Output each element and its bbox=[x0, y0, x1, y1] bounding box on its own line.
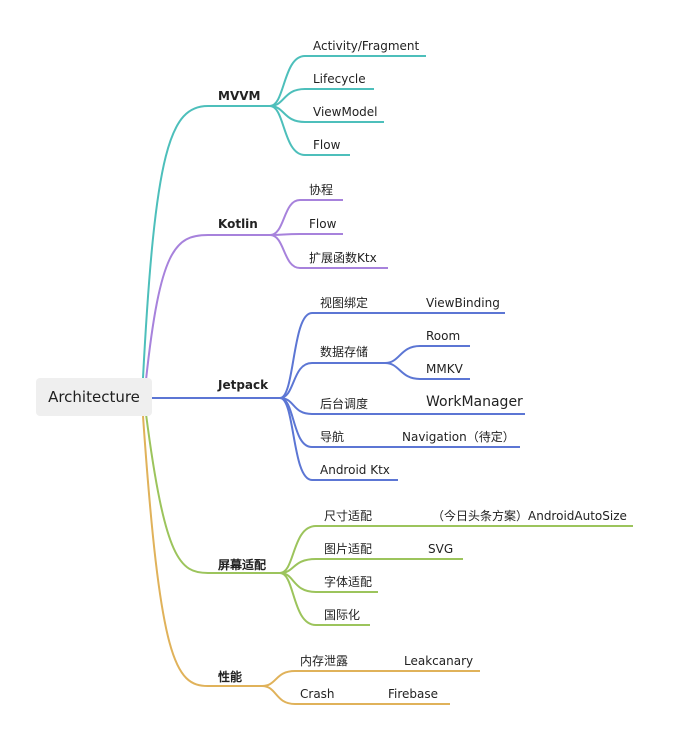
jetpack-scheduling-child[interactable]: WorkManager bbox=[426, 394, 523, 410]
mvvm-item[interactable]: Flow bbox=[313, 138, 341, 152]
mvvm-edges bbox=[269, 55, 426, 156]
kotlin-item[interactable]: 协程 bbox=[309, 183, 334, 197]
jetpack-navigation-child[interactable]: Navigation（待定） bbox=[402, 430, 515, 444]
perf-edges bbox=[261, 670, 480, 705]
screen-font-label[interactable]: 字体适配 bbox=[324, 575, 373, 589]
kotlin-item[interactable]: Flow bbox=[309, 217, 337, 231]
perf-crash-child[interactable]: Firebase bbox=[388, 687, 439, 701]
edge-root-mvvm bbox=[142, 105, 270, 379]
perf-crash-label[interactable]: Crash bbox=[300, 687, 335, 701]
edge-root-kotlin bbox=[145, 234, 270, 381]
branch-kotlin[interactable]: Kotlin bbox=[218, 217, 258, 231]
screen-image-label[interactable]: 图片适配 bbox=[324, 542, 373, 556]
perf-leak-child[interactable]: Leakcanary bbox=[404, 654, 474, 668]
screen-i18n-label[interactable]: 国际化 bbox=[324, 608, 361, 622]
jetpack-storage-item[interactable]: Room bbox=[426, 329, 461, 343]
branch-jetpack[interactable]: Jetpack bbox=[218, 378, 269, 392]
screen-edges bbox=[279, 525, 633, 626]
kotlin-edges bbox=[269, 199, 388, 269]
jetpack-viewbinding-child[interactable]: ViewBinding bbox=[426, 296, 500, 310]
branch-perf[interactable]: 性能 bbox=[218, 670, 243, 684]
jetpack-viewbinding-label[interactable]: 视图绑定 bbox=[320, 296, 369, 310]
kotlin-item[interactable]: 扩展函数Ktx bbox=[309, 251, 377, 265]
jetpack-navigation-label[interactable]: 导航 bbox=[320, 430, 345, 444]
jetpack-android-ktx[interactable]: Android Ktx bbox=[320, 463, 390, 477]
perf-leak-label[interactable]: 内存泄露 bbox=[300, 654, 349, 668]
mvvm-item[interactable]: Lifecycle bbox=[313, 72, 366, 86]
root-node[interactable]: Architecture bbox=[36, 378, 152, 416]
jetpack-edges bbox=[279, 312, 525, 481]
jetpack-storage-label[interactable]: 数据存储 bbox=[320, 345, 369, 359]
screen-size-child[interactable]: （今日头条方案）AndroidAutoSize bbox=[432, 509, 627, 523]
screen-image-child[interactable]: SVG bbox=[428, 542, 454, 556]
jetpack-scheduling-label[interactable]: 后台调度 bbox=[320, 397, 369, 411]
mvvm-item[interactable]: ViewModel bbox=[313, 105, 378, 119]
screen-size-label[interactable]: 尺寸适配 bbox=[324, 509, 373, 523]
mvvm-item[interactable]: Activity/Fragment bbox=[313, 39, 420, 53]
branch-mvvm[interactable]: MVVM bbox=[218, 89, 261, 103]
edge-root-screen bbox=[145, 413, 280, 574]
branch-screen[interactable]: 屏幕适配 bbox=[218, 558, 267, 572]
jetpack-storage-item[interactable]: MMKV bbox=[426, 362, 463, 376]
edge-root-perf bbox=[142, 415, 262, 687]
